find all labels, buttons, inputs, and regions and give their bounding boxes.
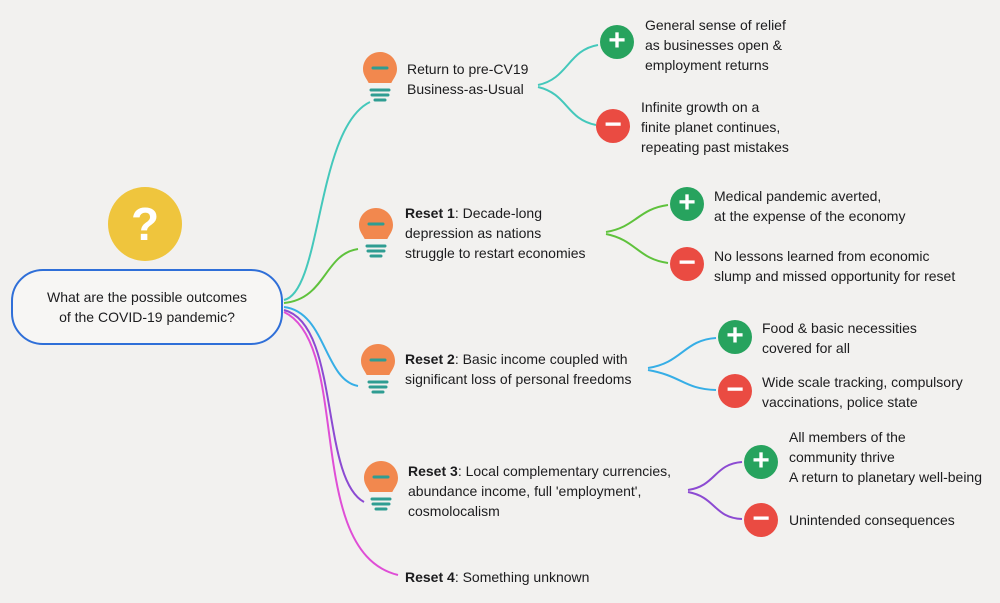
outcome-text-positive: General sense of relief as businesses op… — [645, 17, 786, 73]
lightbulb-icon — [363, 52, 397, 102]
plus-icon: + — [600, 25, 634, 59]
minus-icon: − — [718, 374, 752, 408]
minus-icon: − — [596, 109, 630, 143]
link-root-branch4 — [283, 309, 365, 503]
link-root-branch3 — [283, 306, 359, 387]
outcome-text-positive: Medical pandemic averted, at the expense… — [714, 188, 906, 224]
outcome-text-positive: Food & basic necessities covered for all — [762, 320, 917, 356]
outcome-text-negative: Unintended consequences — [789, 512, 955, 528]
branch-label-bold: Reset 1 — [405, 205, 455, 221]
outcome-text-positive: All members of the community thrive A re… — [789, 429, 982, 485]
link-branch4-plus — [687, 461, 743, 491]
minus-icon: − — [744, 503, 778, 537]
branch-label-text: : Basic income coupled with significant … — [405, 351, 632, 387]
link-root-branch1 — [283, 101, 371, 301]
link-branch1-minus — [537, 86, 597, 126]
outcome-text-negative: No lessons learned from economic slump a… — [714, 248, 956, 284]
branch-label-text: : Decade-long depression as nations stru… — [405, 205, 586, 261]
link-branch3-minus — [647, 369, 717, 391]
outcome-text-negative: Wide scale tracking, compulsory vaccinat… — [762, 374, 963, 410]
branch-label-bold: Reset 2 — [405, 351, 455, 367]
branch-label-text: Return to pre-CV19 Business-as-Usual — [407, 61, 529, 97]
lightbulb-icon — [359, 208, 393, 258]
branch-label-reset3: Reset 3: Local complementary currencies,… — [408, 461, 671, 521]
question-mark-icon: ? — [108, 187, 182, 261]
plus-icon: + — [744, 445, 778, 479]
branch-label-reset2: Reset 2: Basic income coupled with signi… — [405, 349, 631, 389]
branch-label-text: : Local complementary currencies, abunda… — [408, 463, 672, 519]
branch-label-text: : Something unknown — [454, 569, 590, 585]
link-branch3-plus — [647, 337, 717, 369]
minus-icon: − — [670, 247, 704, 281]
link-branch1-plus — [537, 44, 599, 86]
link-branch2-minus — [605, 233, 669, 264]
root-node: What are the possible outcomes of the CO… — [11, 269, 283, 345]
outcome-text-negative: Infinite growth on a finite planet conti… — [641, 99, 789, 155]
link-root-branch2 — [283, 248, 359, 304]
branch-label-bold: Reset 3 — [408, 463, 458, 479]
branch-label-bold: Reset 4 — [405, 569, 455, 585]
link-root-branch5 — [283, 311, 399, 576]
branch-label-reset4: Reset 4: Something unknown — [405, 567, 589, 587]
plus-icon: + — [718, 320, 752, 354]
link-branch4-minus — [687, 491, 743, 520]
plus-icon: + — [670, 187, 704, 221]
link-branch2-plus — [605, 204, 669, 233]
lightbulb-icon — [361, 344, 395, 394]
branch-label-business-as-usual: Return to pre-CV19 Business-as-Usual — [407, 59, 528, 99]
branch-label-reset1: Reset 1: Decade-long depression as natio… — [405, 203, 586, 263]
lightbulb-icon — [364, 461, 398, 511]
